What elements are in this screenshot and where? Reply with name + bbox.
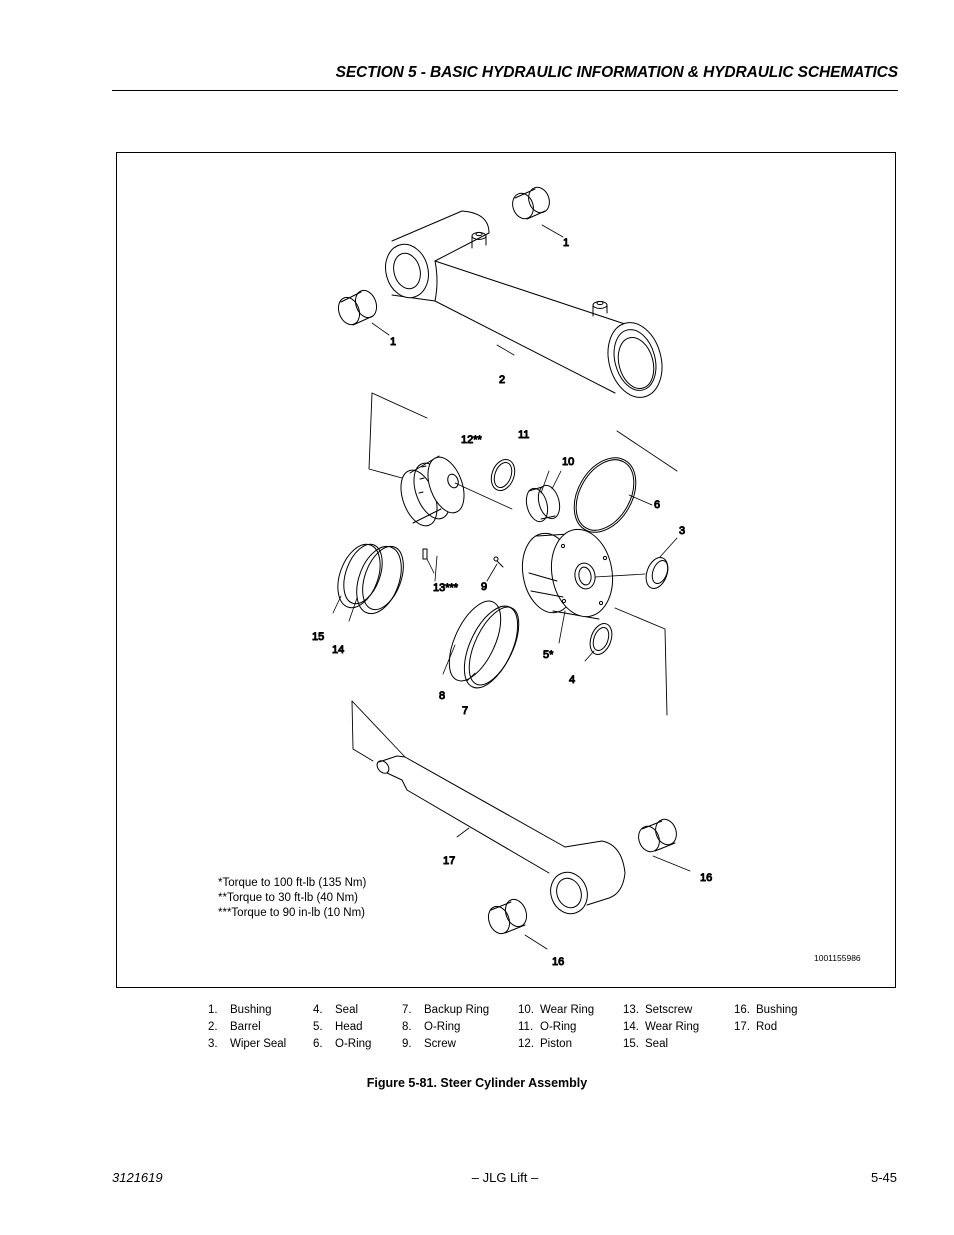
footer-doc-number: 3121619 <box>112 1170 163 1185</box>
o-ring-11 <box>490 459 516 491</box>
callout-9: 9 <box>481 581 487 593</box>
legend-column: 1.Bushing 2.Barrel 3.Wiper Seal <box>208 1002 287 1053</box>
callout-14: 14 <box>332 644 344 656</box>
figure-caption: Figure 5-81. Steer Cylinder Assembly <box>366 1076 588 1090</box>
callout-13: 13*** <box>433 582 459 594</box>
head-part <box>521 528 614 620</box>
bushing-left <box>337 289 378 326</box>
o-ring-8-and-backup-ring <box>448 600 520 689</box>
legend-item: 16.Bushing <box>734 1004 798 1016</box>
legend-item: 9.Screw <box>402 1038 456 1050</box>
legend-item: 3.Wiper Seal <box>208 1038 287 1050</box>
callout-17: 17 <box>443 855 455 867</box>
legend-column: 10.Wear Ring 11.O-Ring 12.Piston <box>518 1002 595 1053</box>
callout-4: 4 <box>569 674 575 686</box>
legend-column: 7.Backup Ring 8.O-Ring 9.Screw <box>402 1002 490 1053</box>
rod-part <box>376 755 626 915</box>
torque-note: **Torque to 30 ft-lb (40 Nm) <box>218 892 358 904</box>
setscrew-part <box>422 548 428 560</box>
legend-item: 2.Barrel <box>208 1021 261 1033</box>
legend-item: 7.Backup Ring <box>402 1004 490 1016</box>
callout-10: 10 <box>562 456 574 468</box>
page-header: SECTION 5 - BASIC HYDRAULIC INFORMATION … <box>112 64 898 91</box>
legend-column: 4.Seal 5.Head 6.O-Ring <box>313 1002 372 1053</box>
leader-lines <box>332 224 691 950</box>
bushing-16-left <box>487 898 528 935</box>
legend-column: 16.Bushing 17.Rod <box>734 1002 798 1036</box>
callout-1-left: 1 <box>390 336 396 348</box>
legend-column: 13.Setscrew 14.Wear Ring 15.Seal <box>623 1002 700 1053</box>
callout-12: 12** <box>461 434 483 446</box>
legend-item: 12.Piston <box>518 1038 572 1050</box>
o-ring-6 <box>573 457 637 533</box>
legend-item: 6.O-Ring <box>313 1038 372 1050</box>
callout-5: 5* <box>543 649 554 661</box>
legend-item: 14.Wear Ring <box>623 1021 700 1033</box>
wear-ring-10 <box>525 484 561 523</box>
callout-2: 2 <box>499 374 505 386</box>
bushing-upper <box>512 186 550 220</box>
screw-part <box>493 556 504 568</box>
drawing-number: 1001155986 <box>814 953 861 963</box>
callout-8: 8 <box>439 690 445 702</box>
piston-part <box>400 455 465 527</box>
seal-4-part <box>589 623 613 655</box>
torque-notes: *Torque to 100 ft-lb (135 Nm) **Torque t… <box>218 876 366 921</box>
barrel-part <box>385 210 663 398</box>
legend-item: 13.Setscrew <box>623 1004 693 1016</box>
legend-item: 10.Wear Ring <box>518 1004 595 1016</box>
legend-item: 4.Seal <box>313 1004 359 1016</box>
legend-item: 1.Bushing <box>208 1004 272 1016</box>
steer-cylinder-exploded-drawing: 1 1 2 12** 11 10 6 3 13*** 9 15 14 5* 4 … <box>312 186 713 969</box>
callout-11: 11 <box>518 429 529 441</box>
callout-16-right: 16 <box>700 872 712 884</box>
callout-15: 15 <box>312 631 324 643</box>
torque-note: ***Torque to 90 in-lb (10 Nm) <box>218 907 366 919</box>
callout-7: 7 <box>462 705 468 717</box>
section-title: SECTION 5 - BASIC HYDRAULIC INFORMATION … <box>335 64 899 81</box>
legend-item: 8.O-Ring <box>402 1021 461 1033</box>
legend-item: 11.O-Ring <box>518 1021 577 1033</box>
figure-frame: 1 1 2 12** 11 10 6 3 13*** 9 15 14 5* 4 … <box>116 152 896 988</box>
wiper-seal-part <box>645 557 669 589</box>
legend-item: 15.Seal <box>623 1038 669 1050</box>
page-number: 5-45 <box>870 1170 897 1185</box>
callout-1-upper: 1 <box>563 237 569 249</box>
footer-center: – JLG Lift – <box>471 1170 539 1185</box>
callout-16-left: 16 <box>552 956 564 968</box>
bushing-16-right <box>638 818 677 853</box>
callout-3: 3 <box>679 525 685 537</box>
torque-note: *Torque to 100 ft-lb (135 Nm) <box>218 877 367 889</box>
callout-6: 6 <box>654 499 660 511</box>
alignment-lines <box>351 392 678 762</box>
legend-item: 17.Rod <box>734 1021 778 1033</box>
legend-item: 5.Head <box>313 1021 363 1033</box>
seal-and-wear-ring <box>337 543 404 615</box>
